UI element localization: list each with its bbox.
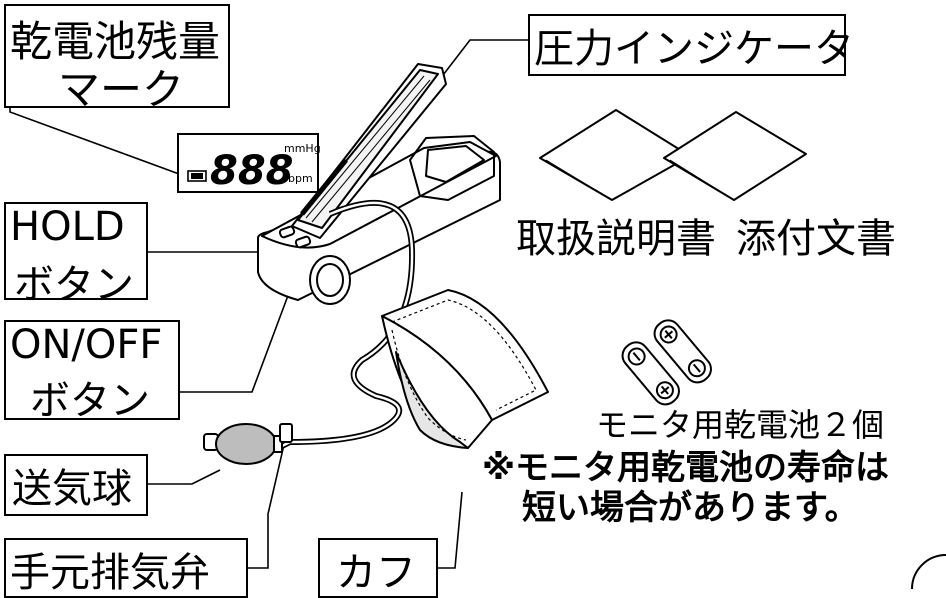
batteries <box>621 319 712 406</box>
battery-mark-label-box <box>4 4 230 108</box>
package-insert-label: 添付文書 <box>736 216 896 262</box>
leader-cuff <box>437 491 463 569</box>
bulb-assembly <box>203 423 293 465</box>
column-face <box>297 69 439 229</box>
battery-mark-label-line1: 乾電池残量 <box>10 17 221 66</box>
valve-label: 手元排気弁 <box>10 550 210 596</box>
cuff-label: カフ <box>336 550 416 596</box>
monitor-tray-inner <box>425 145 485 183</box>
column-scale <box>305 75 425 219</box>
batteries-label: モニタ用乾電池２個 <box>596 406 885 444</box>
pressure-indicator-label: 圧力インジケータ <box>534 26 854 72</box>
pressure-indicator-label-box <box>528 14 846 76</box>
cuff <box>381 289 549 449</box>
hold-button-shape <box>278 225 296 239</box>
bulb-shape <box>215 423 277 465</box>
corner-circle <box>911 554 946 589</box>
insert-booklet <box>663 111 807 201</box>
leader-bulb <box>146 469 221 485</box>
battery-mark-label-line2: マーク <box>58 65 185 114</box>
lcd-frame <box>177 133 319 193</box>
onoff-button-label-box <box>4 320 180 420</box>
battery-note-line1: ※モニタ用乾電池の寿命は <box>482 448 890 488</box>
battery-note-line2: 短い場合があります。 <box>522 488 859 528</box>
bulb-label: 送気球 <box>12 466 132 512</box>
booklets <box>539 109 807 201</box>
lcd-unit-mmhg: mmHg <box>284 142 321 155</box>
manual-label: 取扱説明書 <box>516 216 716 262</box>
hold-button-label-box <box>4 202 148 300</box>
monitor-tray <box>409 135 495 201</box>
leader-valve <box>248 435 287 569</box>
leader-onoff <box>180 257 303 393</box>
lcd-digits: 888 <box>210 148 294 194</box>
onoff-button-shape <box>294 235 312 249</box>
bulb-label-box <box>4 454 148 516</box>
valve-shape <box>279 423 293 443</box>
hold-button-label-line1: HOLD <box>10 204 125 250</box>
valve-label-box <box>4 538 248 598</box>
cuff-label-box <box>318 538 438 598</box>
hold-button-label-line2: ボタン <box>14 262 134 308</box>
lcd-display: 888 mmHg bpm <box>177 133 321 194</box>
onoff-button-label-line1: ON/OFF <box>10 322 163 368</box>
lcd-unit-bpm: bpm <box>288 172 313 185</box>
onoff-button-label-line2: ボタン <box>30 378 150 424</box>
monitor-unit <box>257 63 501 449</box>
